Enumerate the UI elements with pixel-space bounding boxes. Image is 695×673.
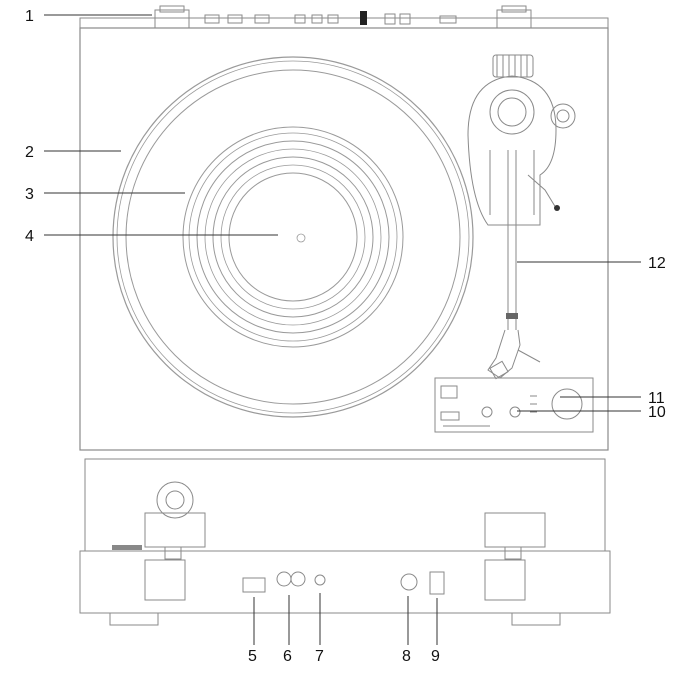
callout-12: 12 <box>648 255 666 272</box>
rear-strip <box>79 5 609 29</box>
knob-11-icon <box>551 388 583 420</box>
platter <box>112 56 474 418</box>
foot-left <box>109 612 159 626</box>
dust-cover <box>84 458 606 552</box>
port-6-left-icon <box>276 571 292 587</box>
record-label <box>228 172 358 302</box>
rear-view <box>79 458 611 626</box>
callout-leaders <box>44 14 641 645</box>
callout-11: 11 <box>648 390 665 407</box>
callout-9: 9 <box>431 648 440 665</box>
callout-10: 10 <box>648 404 666 421</box>
control-panel <box>434 377 594 433</box>
anti-skate-knob-icon <box>550 103 576 129</box>
button-10-icon <box>509 406 521 418</box>
platter-outer-edge <box>112 56 474 418</box>
port-5-icon <box>242 577 266 593</box>
rear-switch-icon <box>360 11 367 25</box>
rear-panel <box>79 550 611 614</box>
callout-7: 7 <box>315 648 324 665</box>
callout-6: 6 <box>283 648 292 665</box>
counterweight-icon <box>492 54 534 78</box>
spindle <box>296 233 306 243</box>
callout-5: 5 <box>248 648 257 665</box>
port-6-right-icon <box>290 571 306 587</box>
callout-labels: 1 2 3 4 5 6 7 8 9 10 11 12 <box>25 8 666 665</box>
tonearm-base <box>467 75 557 226</box>
callout-2: 2 <box>25 144 34 161</box>
callout-1: 1 <box>25 8 34 25</box>
plinth-top <box>79 27 609 451</box>
port-8-icon <box>400 573 418 591</box>
callout-4: 4 <box>25 228 34 245</box>
record-outer-groove <box>125 69 461 405</box>
port-7-icon <box>314 574 326 586</box>
display-icon <box>440 385 458 399</box>
tonearm <box>467 54 576 380</box>
switch-9-icon <box>429 571 445 595</box>
callout-8: 8 <box>402 648 411 665</box>
callout-3: 3 <box>25 186 34 203</box>
foot-right <box>511 612 561 626</box>
hinge-right <box>484 512 546 548</box>
